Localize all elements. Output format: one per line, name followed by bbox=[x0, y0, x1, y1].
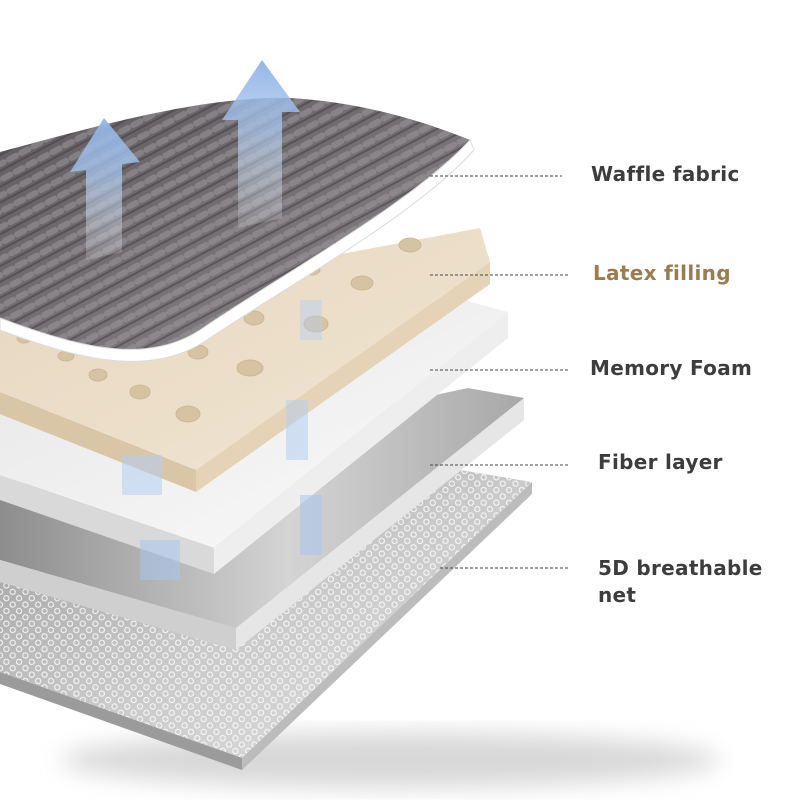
label-fiber-layer: Fiber layer bbox=[598, 450, 723, 474]
label-latex-filling: Latex filling bbox=[593, 261, 731, 285]
label-5d-breathable-net: 5D breathable net bbox=[598, 556, 763, 607]
leader-lines bbox=[430, 175, 568, 569]
airflow-arrow-icon bbox=[70, 60, 322, 580]
label-memory-foam: Memory Foam bbox=[590, 356, 753, 380]
label-waffle-fabric: Waffle fabric bbox=[591, 162, 740, 186]
